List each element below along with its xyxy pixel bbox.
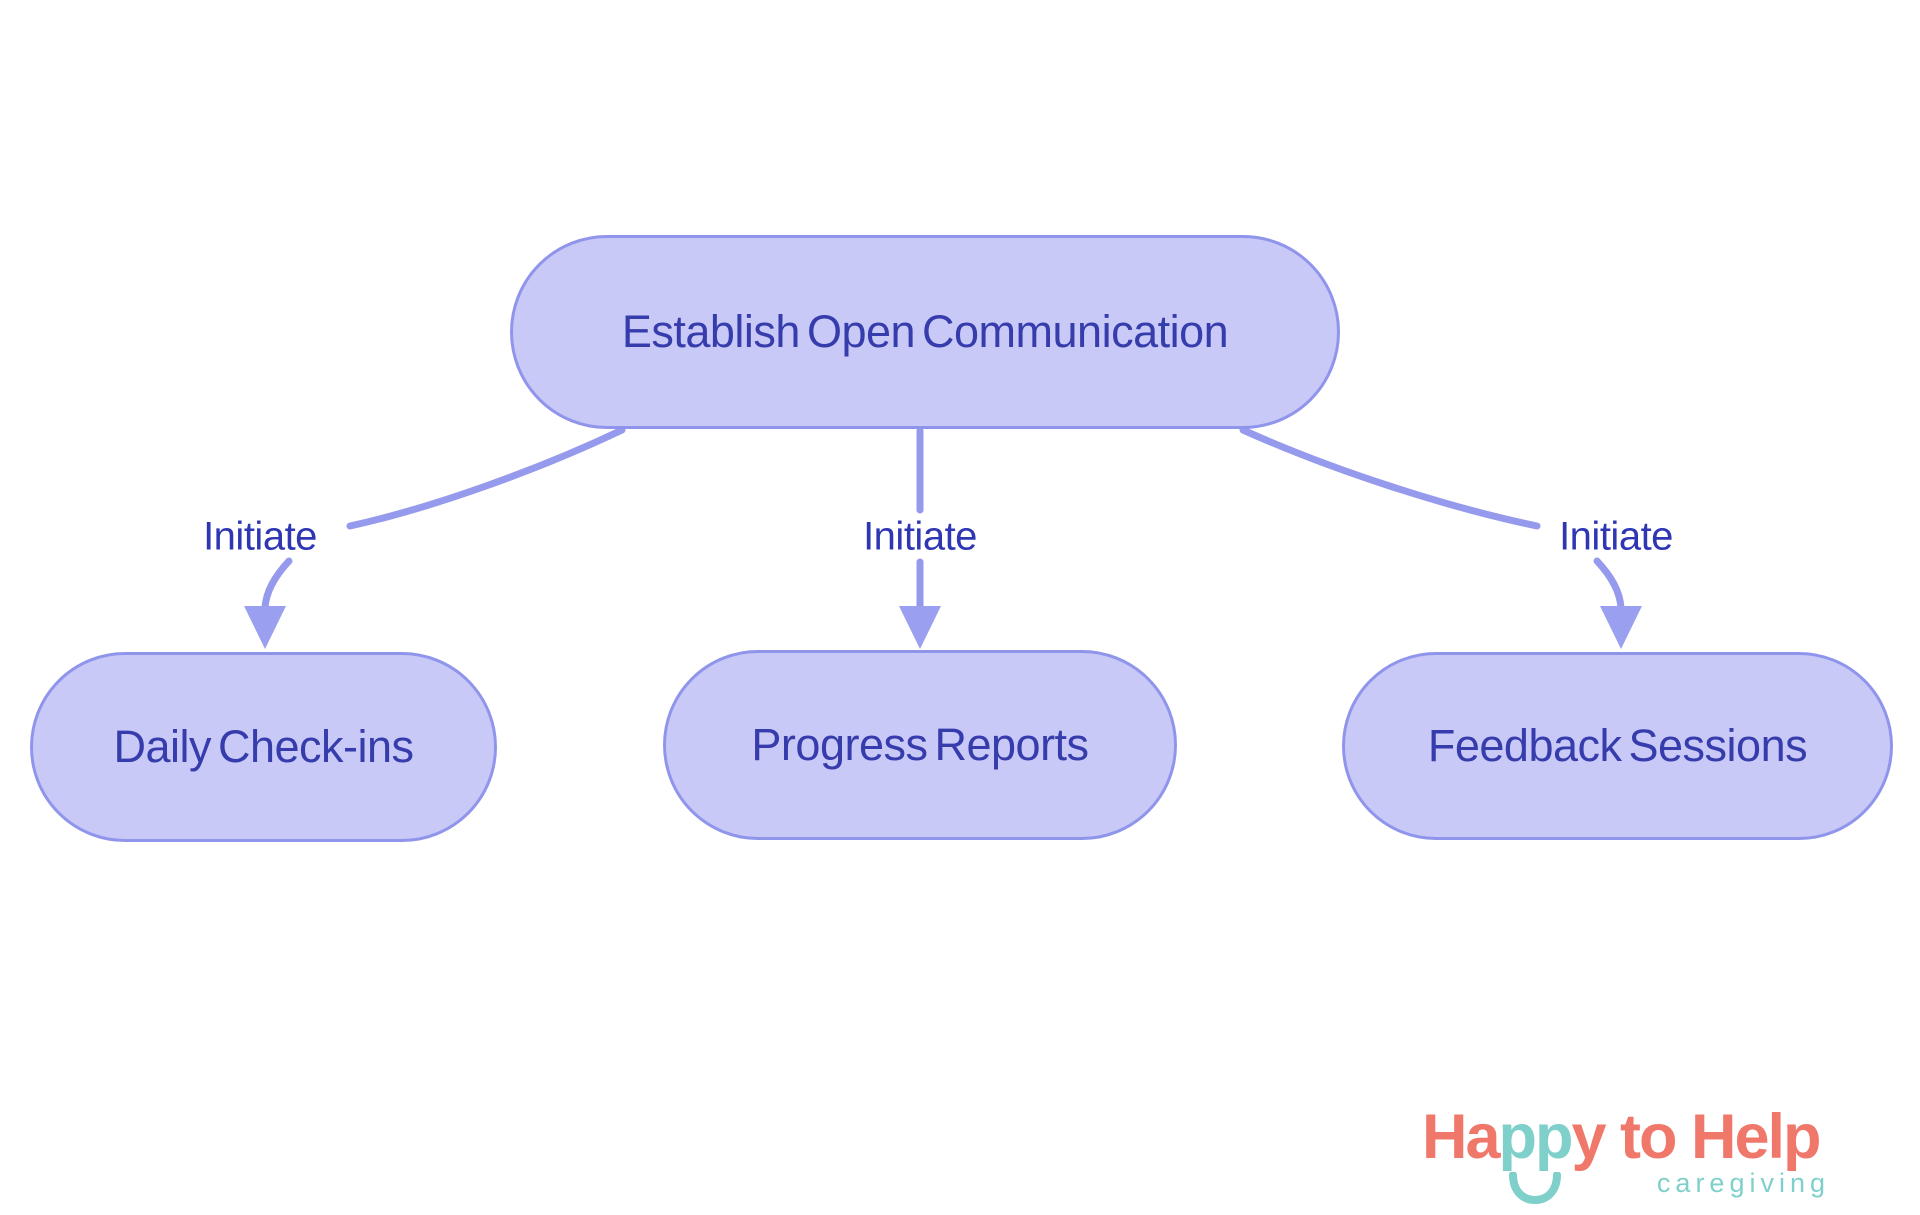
node-establish-open-communication: Establish Open Communication bbox=[510, 235, 1340, 429]
edge-label-initiate-daily: Initiate bbox=[203, 514, 317, 559]
smile-icon bbox=[1509, 1172, 1562, 1204]
node-label: Establish Open Communication bbox=[621, 306, 1229, 357]
edge-root-daily-upper bbox=[346, 426, 626, 530]
arrowhead-feedback-icon bbox=[1600, 606, 1642, 649]
edge-root-feedback-lower bbox=[1593, 557, 1625, 612]
node-daily-check-ins: Daily Check-ins bbox=[30, 652, 497, 842]
logo-part-pp: pp bbox=[1499, 1106, 1574, 1204]
edge-root-daily-lower bbox=[261, 557, 293, 612]
arrowhead-daily-icon bbox=[244, 606, 286, 649]
logo-part-ha: Ha bbox=[1422, 1102, 1501, 1172]
edge-root-feedback-upper bbox=[1239, 426, 1541, 530]
logo-tagline: caregiving bbox=[1656, 1168, 1830, 1198]
edge-label-initiate-feedback: Initiate bbox=[1559, 514, 1673, 559]
node-label: Progress Reports bbox=[751, 719, 1089, 770]
arrowhead-progress-icon bbox=[899, 606, 941, 649]
logo-part-y-to-help: y to Help bbox=[1571, 1102, 1822, 1172]
node-progress-reports: Progress Reports bbox=[663, 650, 1177, 840]
node-feedback-sessions: Feedback Sessions bbox=[1342, 652, 1893, 840]
node-label: Daily Check-ins bbox=[113, 721, 414, 772]
edge-label-initiate-progress: Initiate bbox=[863, 514, 977, 559]
node-label: Feedback Sessions bbox=[1427, 720, 1808, 771]
